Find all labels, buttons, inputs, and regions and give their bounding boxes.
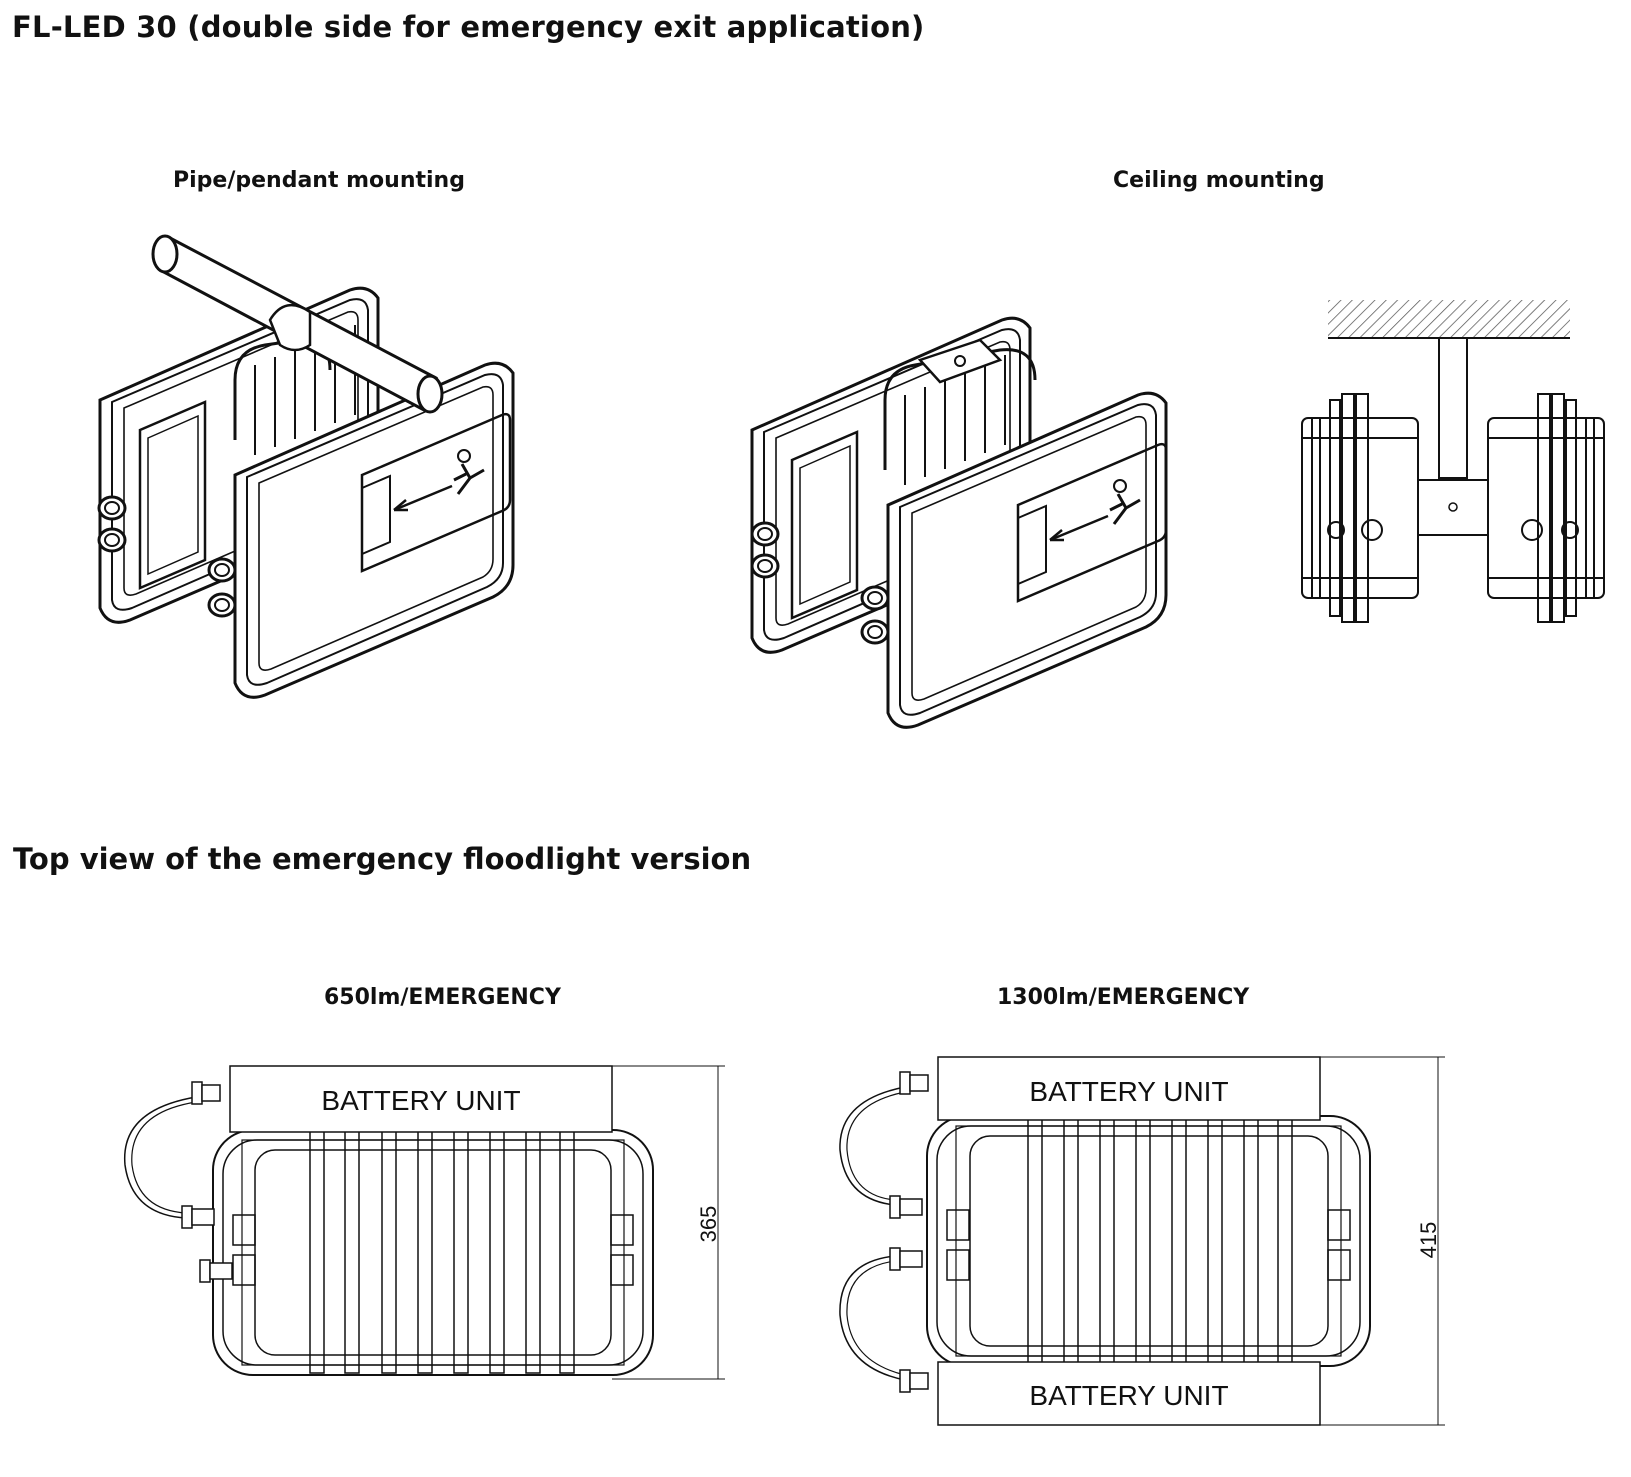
ceiling-mounting-iso-drawing bbox=[750, 316, 1168, 729]
dimension-365: 365 bbox=[696, 1206, 721, 1243]
top-view-right-caption: 1300lm/EMERGENCY bbox=[997, 985, 1250, 1010]
top-view-left-drawing bbox=[124, 1065, 725, 1380]
dimension-415: 415 bbox=[1416, 1222, 1441, 1259]
battery-unit-label-right-top: BATTERY UNIT bbox=[1029, 1076, 1228, 1107]
battery-unit-label-left: BATTERY UNIT bbox=[321, 1085, 520, 1116]
pipe-mounting-drawing bbox=[97, 234, 515, 699]
page-title: FL-LED 30 (double side for emergency exi… bbox=[12, 10, 925, 44]
top-view-left-caption: 650lm/EMERGENCY bbox=[324, 985, 561, 1010]
ceiling-mounting-caption: Ceiling mounting bbox=[1113, 168, 1325, 193]
top-view-heading: Top view of the emergency floodlight ver… bbox=[13, 842, 752, 876]
top-view-right-drawing bbox=[839, 1056, 1445, 1426]
battery-unit-label-right-bottom: BATTERY UNIT bbox=[1029, 1380, 1228, 1411]
ceiling-mounting-front-drawing bbox=[1301, 300, 1605, 623]
pipe-mounting-caption: Pipe/pendant mounting bbox=[173, 168, 465, 193]
